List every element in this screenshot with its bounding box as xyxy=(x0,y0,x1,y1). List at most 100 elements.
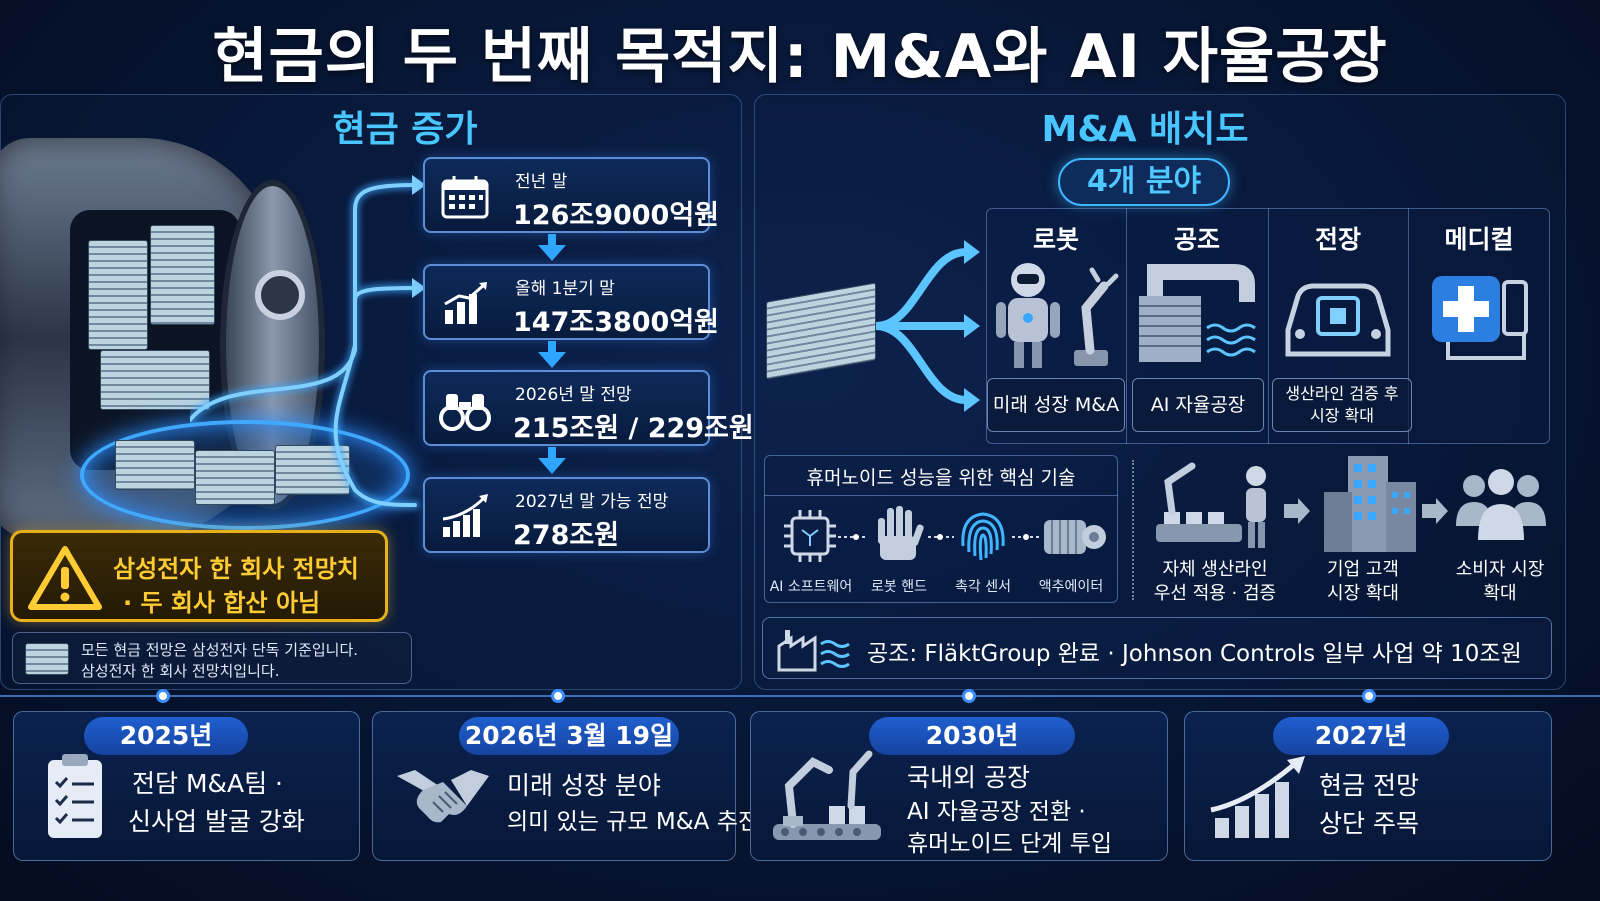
split-arrows xyxy=(876,240,980,412)
timeline-text-line2: 신사업 발굴 강화 xyxy=(128,807,305,836)
arrow-stem xyxy=(548,234,556,246)
factory-line-icon xyxy=(1156,462,1266,548)
handshake-icon xyxy=(397,770,489,823)
cash-item-2027: 2027년 말 가능 전망 278조원 xyxy=(423,477,710,553)
timeline-card-2025: 2025년 전담 M&A팀 · 신사업 발굴 강화 xyxy=(13,711,360,861)
medical-cross-icon xyxy=(1432,276,1528,360)
arrow-stem xyxy=(548,447,556,459)
car-chip-icon xyxy=(1285,283,1391,357)
category-count-pill: 4개 분야 xyxy=(1058,158,1230,206)
arrow-stem xyxy=(548,341,556,353)
cash-stack xyxy=(195,450,275,505)
fingerprint-icon xyxy=(961,512,1005,561)
office-building-icon xyxy=(1324,456,1416,552)
cash-note-icon xyxy=(25,643,69,675)
binoculars-icon xyxy=(439,394,491,431)
timeline-card-2027: 2027년 현금 전망 상단 주목 xyxy=(1184,711,1552,861)
warning-callout: 삼성전자 한 회사 전망치 · 두 회사 합산 아님 xyxy=(10,530,388,622)
note-line-2: 삼성전자 한 회사 전망치입니다. xyxy=(81,662,280,680)
step-1-label: 자체 생산라인 우선 적용 · 검증 xyxy=(1140,558,1290,606)
step-2-line2: 시장 확대 xyxy=(1327,583,1399,604)
timeline-text-line2: 의미 있는 규모 M&A 추진 xyxy=(507,809,760,835)
step-1-line1: 자체 생산라인 xyxy=(1162,559,1268,580)
category-medical: 메디컬 xyxy=(1444,225,1514,254)
timeline-card-2026: 2026년 3월 19일 미래 성장 분야 의미 있는 규모 M&A 추진 xyxy=(372,711,759,861)
tech-label-ai-software: AI 소프트웨어 xyxy=(769,579,853,595)
timeline-year: 2025년 xyxy=(84,717,248,755)
cash-section-title: 현금 증가 xyxy=(332,109,478,150)
hvac-deal-bar: 공조: FläktGroup 완료 · Johnson Controls 일부 … xyxy=(762,617,1552,679)
grid-divider xyxy=(1126,208,1127,444)
timeline-year: 2026년 3월 19일 xyxy=(459,717,679,755)
flow-lines xyxy=(190,175,426,510)
timeline-year: 2030년 xyxy=(869,717,1075,755)
section-separator xyxy=(1132,460,1134,600)
category-robot: 로봇 xyxy=(1032,225,1079,254)
timeline-card-2030: 2030년 국내외 공장 AI 자율공장 전환 · 휴머노이드 단계 투입 xyxy=(750,711,1168,861)
hvac-icon xyxy=(1139,264,1256,362)
cash-item-label: 전년 말 xyxy=(515,172,568,192)
cash-stack xyxy=(100,350,210,410)
actuator-icon xyxy=(1044,520,1106,554)
warning-line-2: · 두 회사 합산 아님 xyxy=(123,589,321,617)
step-2-line1: 기업 고객 xyxy=(1327,559,1399,580)
robot-hand-icon xyxy=(878,506,924,560)
timeline-dot xyxy=(962,689,976,703)
cash-item-label: 2027년 말 가능 전망 xyxy=(515,492,669,512)
grid-divider xyxy=(1408,208,1409,444)
category-auto: 전장 xyxy=(1314,225,1361,254)
category-robot-box: 미래 성장 M&A xyxy=(987,378,1125,432)
cash-item-2026: 2026년 말 전망 215조원 / 229조원 xyxy=(423,370,754,446)
timeline-text-line2: 상단 주목 xyxy=(1319,809,1419,838)
cash-item-value: 147조3800억원 xyxy=(513,307,720,338)
down-arrow-icon xyxy=(538,352,566,368)
cash-item-label: 2026년 말 전망 xyxy=(515,385,632,405)
step-3-line1: 소비자 시장 xyxy=(1455,559,1545,580)
factory-robot-icon xyxy=(773,750,881,840)
category-auto-box: 생산라인 검증 후 시장 확대 xyxy=(1272,378,1412,432)
clipboard-icon xyxy=(48,754,102,838)
timeline-text-line2: AI 자율공장 전환 · xyxy=(907,799,1086,825)
cash-item-value: 278조원 xyxy=(513,520,620,551)
growth-chart-icon xyxy=(442,494,488,537)
step-2-label: 기업 고객 시장 확대 xyxy=(1300,558,1426,606)
calendar-icon xyxy=(441,176,489,219)
step-3-label: 소비자 시장 확대 xyxy=(1440,558,1560,606)
warning-line-1: 삼성전자 한 회사 전망치 xyxy=(113,555,359,583)
tech-label-actuator: 액추에이터 xyxy=(1038,579,1104,595)
step-3-line2: 확대 xyxy=(1483,583,1517,604)
chip-icon xyxy=(784,510,836,562)
down-arrow-icon xyxy=(538,245,566,261)
cash-stack xyxy=(115,440,195,490)
cash-item-q1: 올해 1분기 말 147조3800억원 xyxy=(423,264,719,340)
cash-note: 모든 현금 전망은 삼성전자 단독 기준입니다. 삼성전자 한 회사 전망치입니… xyxy=(12,632,412,684)
note-line-1: 모든 현금 전망은 삼성전자 단독 기준입니다. xyxy=(81,641,359,659)
category-hvac: 공조 xyxy=(1173,225,1220,254)
tech-panel-title: 휴머노이드 성능을 위한 핵심 기술 xyxy=(806,467,1076,489)
tech-label-tactile-sensor: 촉각 센서 xyxy=(955,579,1011,595)
cash-item-value: 126조9000억원 xyxy=(513,200,720,231)
down-arrow-icon xyxy=(538,458,566,474)
tech-panel-divider xyxy=(764,495,1118,496)
page-title: 현금의 두 번째 목적지: M&A와 AI 자율공장 xyxy=(212,22,1388,92)
cash-stack xyxy=(88,240,148,350)
tech-label-robot-hand: 로봇 핸드 xyxy=(871,579,927,595)
timeline-text-line1: 전담 M&A팀 · xyxy=(132,769,284,798)
category-hvac-box: AI 자율공장 xyxy=(1132,378,1264,432)
timeline-text-line3: 휴머노이드 단계 투입 xyxy=(907,831,1113,857)
timeline-text-line1: 국내외 공장 xyxy=(907,763,1030,792)
cash-item-value: 215조원 / 229조원 xyxy=(513,413,754,444)
warning-icon xyxy=(28,546,102,610)
timeline-dot xyxy=(551,689,565,703)
bar-chart-icon xyxy=(444,282,487,324)
category-auto-box-line2: 시장 확대 xyxy=(1310,406,1374,425)
timeline-dot xyxy=(156,689,170,703)
timeline-text-line1: 미래 성장 분야 xyxy=(507,771,661,800)
growth-chart-icon xyxy=(1210,756,1305,838)
timeline-line xyxy=(0,695,1600,697)
cash-item-prev-year: 전년 말 126조9000억원 xyxy=(423,157,719,233)
timeline-dot xyxy=(1362,689,1376,703)
robot-icon xyxy=(996,263,1119,368)
right-arrow-icon xyxy=(1422,498,1448,524)
timeline-year: 2027년 xyxy=(1273,717,1449,755)
